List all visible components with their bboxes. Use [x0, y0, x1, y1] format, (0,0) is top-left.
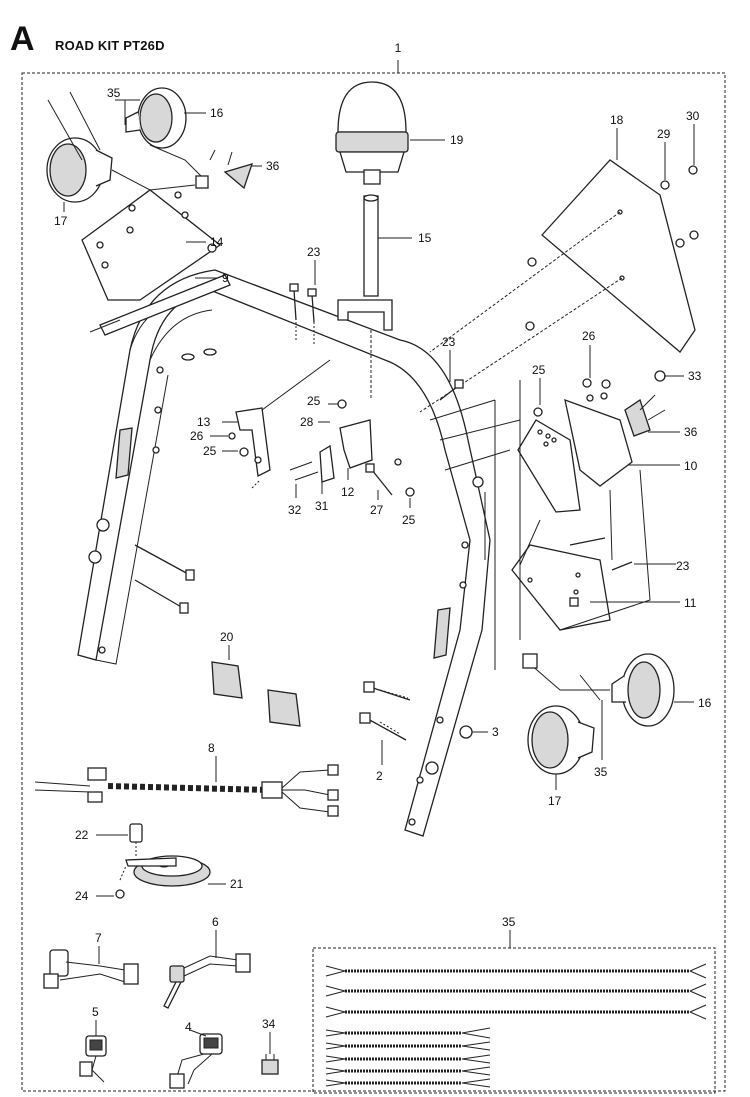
- callout-23a: 23: [307, 245, 321, 259]
- sign-plate-icon: [419, 159, 696, 413]
- callout-22: 22: [75, 828, 89, 842]
- callout-3: 3: [492, 725, 499, 739]
- callout-20: 20: [220, 630, 234, 644]
- callout-27: 27: [370, 503, 384, 517]
- bolt-icon: [439, 379, 464, 401]
- callout-25c: 25: [402, 513, 416, 527]
- callout-2: 2: [376, 769, 383, 783]
- callout-25a: 25: [203, 444, 217, 458]
- callout-21: 21: [230, 877, 244, 891]
- callout-18: 18: [610, 113, 624, 127]
- callout-6: 6: [212, 915, 219, 929]
- switch-icon: [79, 1035, 107, 1083]
- callout-33: 33: [688, 369, 702, 383]
- kit-boundary: [21, 72, 726, 1092]
- callout-30: 30: [686, 109, 700, 123]
- callout-35b: 35: [594, 765, 608, 779]
- beacon-pole-icon: [337, 194, 393, 400]
- callout-36b: 36: [684, 425, 698, 439]
- callout-12: 12: [341, 485, 355, 499]
- switch-harness-icon: [43, 949, 139, 989]
- callout-16b: 16: [698, 696, 712, 710]
- callout-23b: 23: [442, 335, 456, 349]
- callout-31: 31: [315, 499, 329, 513]
- sheet-letter: A: [10, 20, 35, 58]
- callout-35a: 35: [107, 86, 121, 100]
- callout-17b: 17: [548, 794, 562, 808]
- horn-icon: [115, 823, 211, 899]
- beacon-light-icon: [335, 81, 409, 185]
- sheet-title: ROAD KIT PT26D: [55, 38, 165, 53]
- callout-13: 13: [197, 415, 211, 429]
- bracket-icon: [228, 359, 415, 497]
- fuse-icon: [261, 1054, 279, 1075]
- callout-34: 34: [262, 1017, 276, 1031]
- screw-icon: [660, 165, 699, 248]
- callout-28: 28: [300, 415, 314, 429]
- bolt-icon: [289, 283, 317, 345]
- frame-icon: [77, 269, 491, 837]
- bolt-icon: [88, 518, 473, 775]
- callout-4: 4: [185, 1020, 192, 1034]
- callout-16a: 16: [210, 106, 224, 120]
- callout-32: 32: [288, 503, 302, 517]
- reflector-sticker-icon: [211, 661, 301, 727]
- bracket-icon: [429, 370, 666, 670]
- callout-26b: 26: [582, 329, 596, 343]
- work-lamp-icon: [46, 87, 209, 203]
- callout-7: 7: [95, 931, 102, 945]
- callout-10: 10: [684, 459, 698, 473]
- connector-icon: [209, 149, 254, 190]
- bracket-icon: [81, 189, 231, 336]
- callout-26a: 26: [190, 429, 204, 443]
- callout-24: 24: [75, 889, 89, 903]
- switch-icon: [169, 1033, 223, 1089]
- callout-9: 9: [222, 271, 229, 285]
- sensor-harness-icon: [163, 953, 251, 1009]
- callout-23c: 23: [676, 559, 690, 573]
- callout-25d: 25: [532, 363, 546, 377]
- callout-11: 11: [684, 596, 697, 610]
- callout-5: 5: [92, 1005, 99, 1019]
- callout-35c: 35: [502, 915, 516, 929]
- callout-29: 29: [657, 127, 671, 141]
- callout-1: 1: [395, 41, 402, 55]
- callout-19: 19: [450, 133, 464, 147]
- callout-36a: 36: [266, 159, 280, 173]
- cable-kit-box: [312, 947, 716, 1094]
- callout-8: 8: [208, 741, 215, 755]
- callout-17a: 17: [54, 214, 68, 228]
- work-lamp-icon: [522, 653, 675, 775]
- connector-icon: [624, 394, 666, 437]
- callout-25b: 25: [307, 394, 321, 408]
- callout-14: 14: [210, 235, 224, 249]
- wiring-harness-icon: [34, 764, 339, 817]
- callout-15: 15: [418, 231, 432, 245]
